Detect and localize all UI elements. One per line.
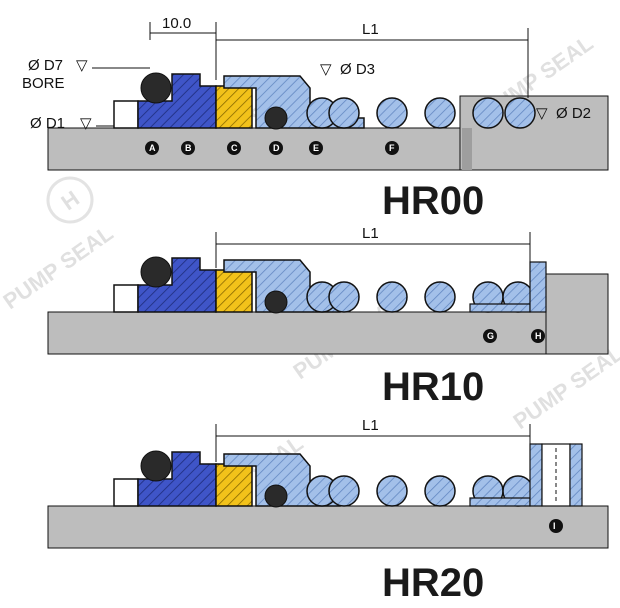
end-collar [529, 443, 543, 507]
label-d1: Ø D1 [30, 115, 65, 132]
shaft [47, 311, 609, 355]
spring-coil [376, 97, 408, 129]
label-d7: Ø D7 [28, 57, 63, 74]
spring-coil [472, 97, 504, 129]
spring-plate [469, 303, 531, 313]
triangle-icon: ▽ [536, 105, 548, 122]
spring-coil [424, 281, 456, 313]
hr00-diagram: 10.0 L1 Ø D7 ▽ BORE Ø D1 ▽ ▽ Ø D3 ▽ Ø D2… [22, 15, 609, 223]
seat-o-ring [140, 450, 172, 482]
svg-text:D: D [273, 143, 280, 153]
spring-plate [469, 497, 531, 507]
callout-group: A B C D E F [145, 141, 399, 155]
hr20-diagram: L1 I HR20 [47, 417, 609, 605]
svg-text:H: H [535, 331, 542, 341]
dim-length-label: L1 [362, 21, 379, 38]
rotary-face [215, 269, 253, 313]
spring-coil [328, 97, 360, 129]
watermark-logo: H [46, 176, 94, 224]
svg-text:A: A [149, 143, 156, 153]
callout-marker-g: G [483, 329, 497, 343]
triangle-icon: ▽ [320, 61, 332, 78]
set-screw-collar [541, 443, 571, 507]
svg-text:I: I [553, 521, 556, 531]
callout-marker-d: D [269, 141, 283, 155]
rotary-face [215, 463, 253, 507]
label-d2: Ø D2 [556, 105, 591, 122]
seat-o-ring [140, 72, 172, 104]
svg-text:G: G [487, 331, 494, 341]
seat-o-ring [140, 256, 172, 288]
spring-coil [376, 475, 408, 507]
spring-coil [328, 281, 360, 313]
callout-marker-b: B [181, 141, 195, 155]
spring-coil [424, 475, 456, 507]
spring-coil [424, 97, 456, 129]
stationary-seat [137, 451, 217, 507]
shaft-step [545, 273, 609, 355]
spring-coil [328, 475, 360, 507]
carrier-o-ring [264, 290, 288, 314]
face-carrier [223, 75, 365, 129]
callout-marker-a: A [145, 141, 159, 155]
seat-retainer [113, 100, 139, 129]
carrier-o-ring [264, 106, 288, 130]
shaft [47, 505, 609, 549]
callout-group: I [549, 519, 563, 533]
seat-retainer [113, 284, 139, 313]
collar-cap [569, 443, 583, 507]
svg-text:C: C [231, 143, 238, 153]
dim-length-label: L1 [362, 417, 379, 434]
rotary-face [215, 85, 253, 129]
model-title: HR10 [382, 365, 484, 409]
stationary-seat [137, 257, 217, 313]
callout-marker-c: C [227, 141, 241, 155]
spring-coil [376, 281, 408, 313]
model-title: HR20 [382, 561, 484, 605]
spring-coils [306, 97, 536, 129]
label-bore: BORE [22, 75, 65, 92]
callout-marker-i: I [549, 519, 563, 533]
svg-text:B: B [185, 143, 192, 153]
callout-marker-e: E [309, 141, 323, 155]
dim-width-label: 10.0 [162, 15, 191, 32]
callout-marker-h: H [531, 329, 545, 343]
end-collar [529, 261, 547, 313]
stationary-seat [137, 73, 217, 129]
carrier-o-ring [264, 484, 288, 508]
spring-coil [504, 97, 536, 129]
triangle-icon: ▽ [80, 115, 92, 132]
dim-length-label: L1 [362, 225, 379, 242]
svg-text:E: E [313, 143, 319, 153]
watermark-h: H [57, 186, 84, 216]
triangle-icon: ▽ [76, 57, 88, 74]
model-title: HR00 [382, 179, 484, 223]
callout-marker-f: F [385, 141, 399, 155]
watermark-text: PUMP SEAL [0, 220, 118, 314]
shaft-groove [462, 128, 472, 170]
svg-text:F: F [389, 143, 395, 153]
label-d3: Ø D3 [340, 61, 375, 78]
seat-retainer [113, 478, 139, 507]
